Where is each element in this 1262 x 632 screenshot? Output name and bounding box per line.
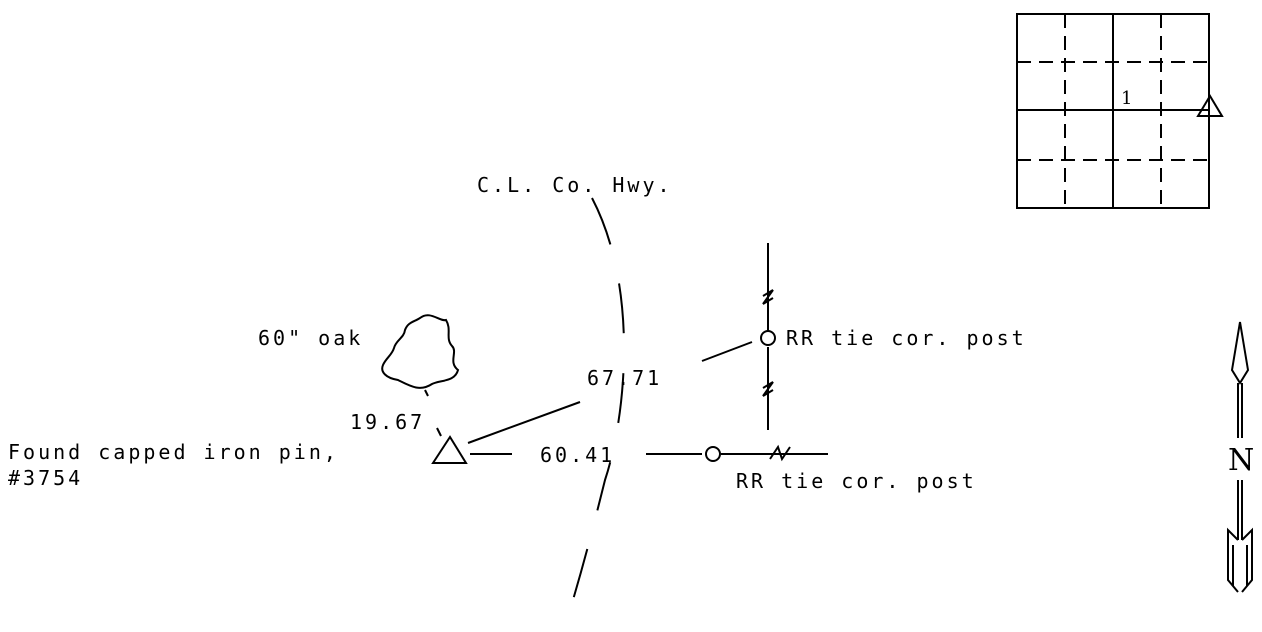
- section-number: 1: [1121, 88, 1133, 109]
- section-grid: [1016, 13, 1224, 209]
- oak-tree-label: 60" oak: [258, 326, 364, 350]
- north-arrow-icon: [1227, 321, 1253, 593]
- tree-tie-line-b: [436, 427, 442, 437]
- north-label: N: [1228, 443, 1255, 478]
- found-pin-label-line2: #3754: [8, 466, 84, 490]
- rr-post-lower-circle-icon: [705, 446, 721, 462]
- rr-post-lower-label: RR tie cor. post: [736, 469, 977, 493]
- distance-lower-post: 60.41: [540, 443, 616, 467]
- rail-break-mark-3: [769, 444, 791, 462]
- found-pin-label-line1: Found capped iron pin,: [8, 440, 339, 464]
- rail-break-mark-2: [762, 381, 774, 397]
- rail-break-mark-1: [762, 289, 774, 305]
- oak-tree-outline: [381, 314, 460, 389]
- found-pin-triangle-icon: [431, 435, 468, 464]
- distance-tree: 19.67: [350, 410, 426, 434]
- rr-post-upper-label: RR tie cor. post: [786, 326, 1027, 350]
- road-centerline: [569, 197, 625, 611]
- tie-line-upper-b: [701, 341, 753, 362]
- tie-line-upper-a: [467, 401, 581, 444]
- road-label: C.L. Co. Hwy.: [477, 173, 673, 197]
- tree-tie-line-a: [424, 389, 429, 397]
- distance-upper-post: 67.71: [587, 366, 663, 390]
- rr-post-upper-circle-icon: [760, 330, 776, 346]
- section-marker-triangle-icon: [1196, 94, 1224, 117]
